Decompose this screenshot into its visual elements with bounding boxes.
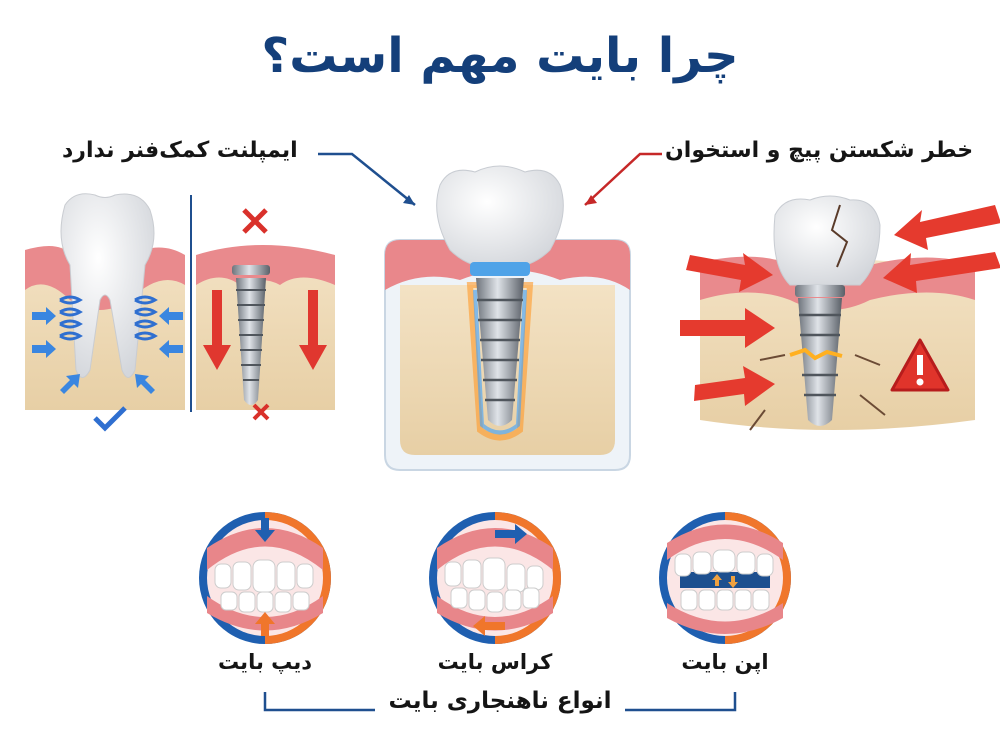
down-arrow [203,290,327,370]
blue-inward-arrow [32,307,183,394]
right-pointer-line [584,152,662,206]
force-arrow [680,205,1000,406]
x-icon [242,208,268,234]
left-pointer-line [318,152,416,206]
left-pointer-arrow [403,195,415,205]
cross-bite-label: کراس بایت [437,650,553,674]
right-panel-label: خطر شکستن پیچ و استخوان [665,138,974,163]
cracked-implant [749,195,886,431]
right-pointer-arrow [585,195,597,205]
warning-icon [890,338,950,392]
bite-types-bracket [263,692,737,712]
stress-glow [466,282,534,441]
center-panel-illustration [384,165,631,471]
deep-bite-icon [199,512,331,644]
left-panel-illustration [25,193,335,432]
periodontal-spring [59,295,158,341]
open-bite-label: اپن بایت [681,650,769,674]
deep-bite-label: دیپ بایت [217,650,313,674]
implant [232,265,270,405]
bite-types-heading: انواع ناهنجاری بایت [388,688,612,714]
left-panel-label: ایمپلنت کمک‌فنر ندارد [62,138,298,163]
check-icon [93,406,127,432]
x-icon [252,403,270,421]
right-panel-illustration [680,195,1000,431]
cross-bite-icon [429,512,561,644]
page-title: چرا بایت مهم است؟ [261,28,739,84]
implant-crown [436,165,564,426]
open-bite-icon [659,512,791,644]
